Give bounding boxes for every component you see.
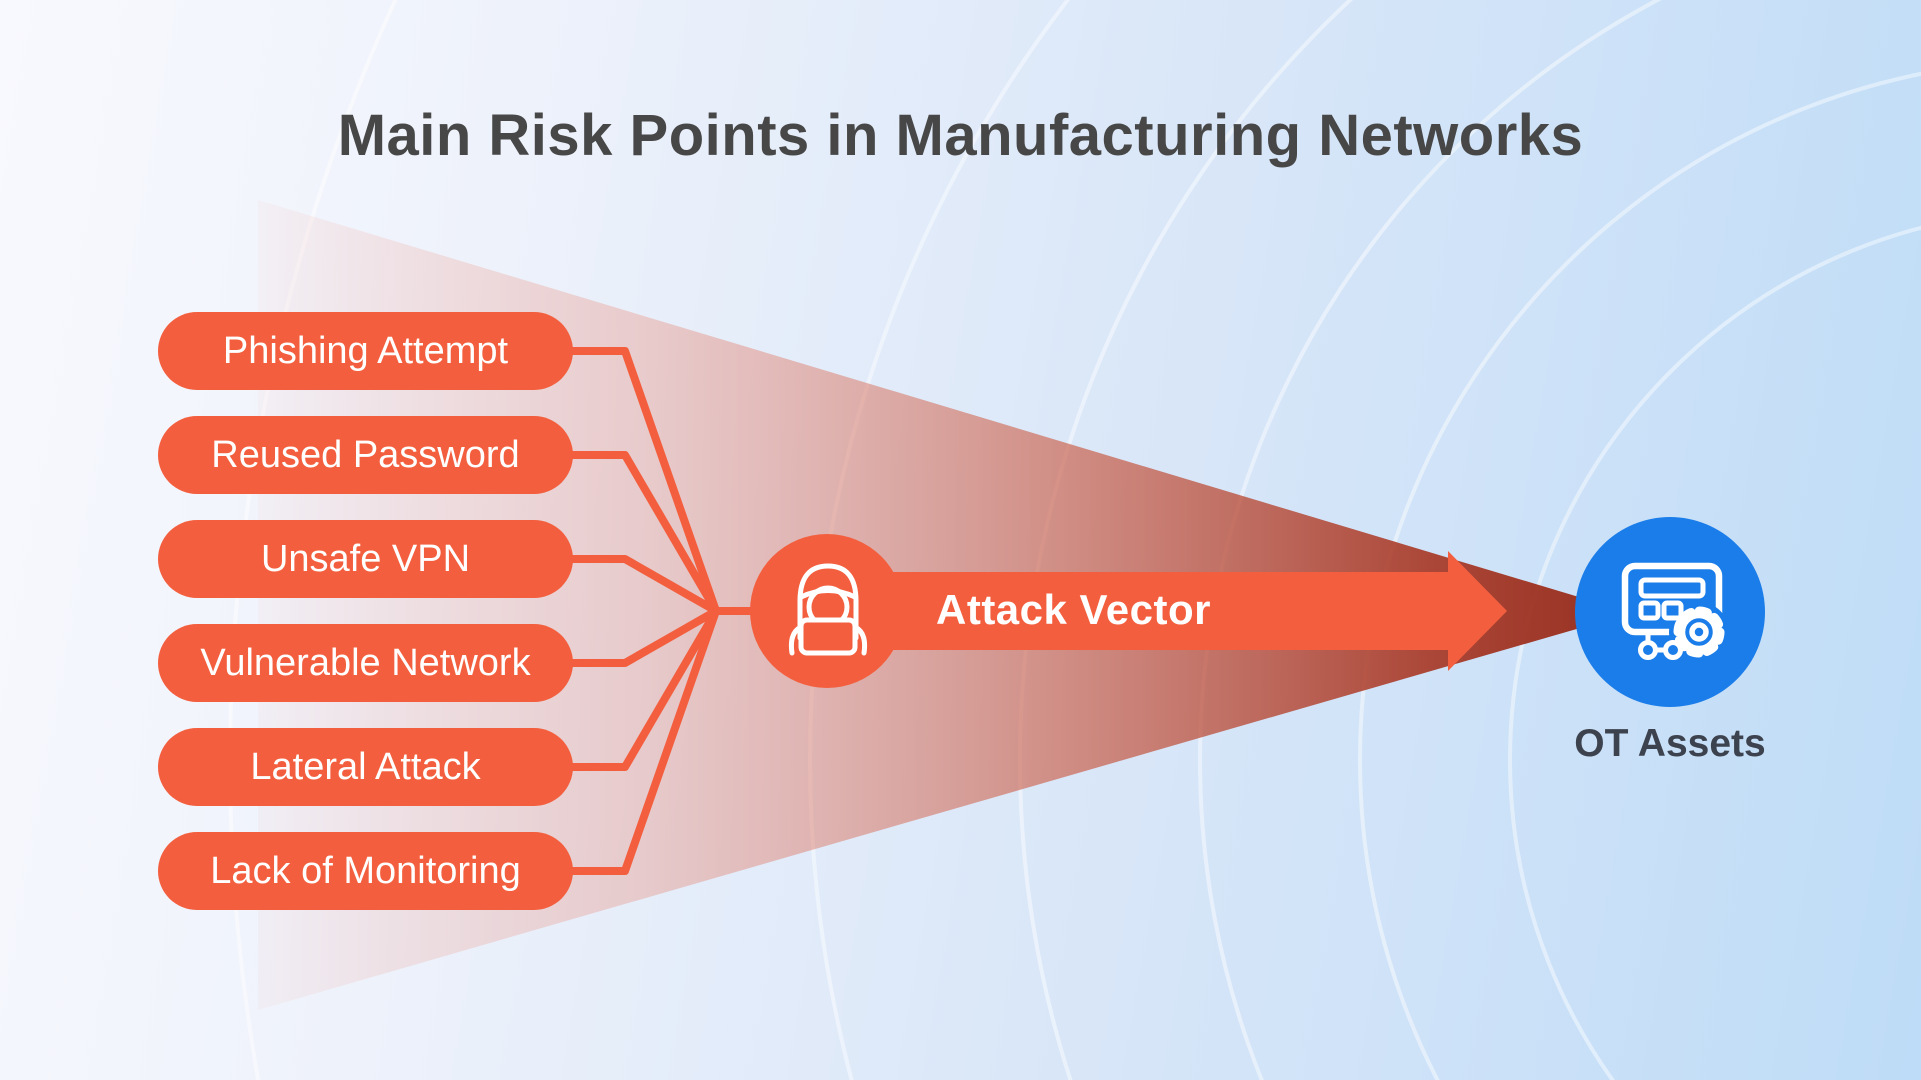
risk-pill-lack-of-monitoring: Lack of Monitoring	[158, 832, 573, 910]
connector-unsafe-vpn	[566, 555, 720, 615]
risk-pill-reused-password: Reused Password	[158, 416, 573, 494]
risk-pill-label: Vulnerable Network	[200, 641, 531, 684]
attack-arrow	[880, 551, 1507, 671]
hacker-icon	[788, 563, 868, 656]
risk-pill-lateral-attack: Lateral Attack	[158, 728, 573, 806]
risk-pill-vulnerable-network: Vulnerable Network	[158, 624, 573, 702]
risk-pill-phishing-attempt: Phishing Attempt	[158, 312, 573, 390]
connector-reused-password	[566, 451, 720, 615]
connector-lines	[566, 347, 774, 875]
ot-assets-icon	[1621, 562, 1729, 662]
risk-pill-unsafe-vpn: Unsafe VPN	[158, 520, 573, 598]
risk-pill-label: Reused Password	[211, 433, 520, 476]
risk-pill-label: Phishing Attempt	[222, 329, 509, 372]
risk-pill-label: Unsafe VPN	[260, 537, 471, 580]
ot-assets-badge	[1575, 517, 1765, 707]
connector-phishing-attempt	[566, 347, 720, 615]
attack-arrow-shaft	[880, 572, 1450, 650]
radar-arc	[1198, 0, 1663, 1080]
attack-arrow-head	[1448, 551, 1507, 671]
risk-pill-label: Lateral Attack	[250, 745, 481, 788]
attacker-badge	[750, 534, 904, 688]
diagram-title: Main Risk Points in Manufacturing Networ…	[337, 103, 1584, 168]
connector-lateral-attack	[566, 607, 720, 771]
radar-arc	[1358, 72, 1921, 1080]
connector-lack-of-monitoring	[566, 607, 720, 875]
ot-assets-label: OT Assets	[1574, 722, 1766, 765]
attacker-circle	[750, 534, 904, 688]
ot-assets-circle	[1575, 517, 1765, 707]
radar-arc	[1508, 225, 1921, 1080]
attack-vector-label: Attack Vector	[936, 586, 1211, 633]
connector-vulnerable-network	[566, 607, 720, 667]
risk-pill-label: Lack of Monitoring	[210, 849, 521, 892]
